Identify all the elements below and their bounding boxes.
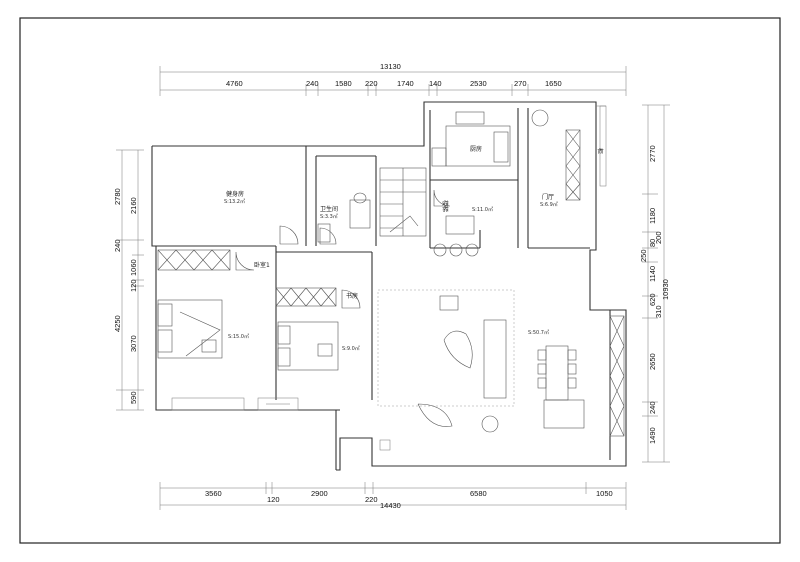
- dim-left-0: 2780: [113, 188, 122, 205]
- dining-chairs: [433, 215, 479, 257]
- cabinet-living: [609, 315, 625, 437]
- dim-left-2: 240: [113, 239, 122, 252]
- dim-top-2: 1580: [335, 79, 352, 88]
- dim-left-5: 4250: [113, 315, 122, 332]
- dim-top-5: 140: [429, 79, 442, 88]
- dim-right-8: 2650: [648, 353, 657, 370]
- dim-top-3: 220: [365, 79, 378, 88]
- room-area-gym: S:13.2㎡: [224, 198, 245, 205]
- dim-right-10: 1490: [648, 427, 657, 444]
- dim-right-4: 250: [639, 249, 648, 262]
- doors: [235, 189, 451, 309]
- dim-bottom-1: 120: [267, 495, 280, 504]
- right-dimensions: 2770 1180 80 200 250 1140 620 310 2650 2…: [639, 104, 670, 463]
- dim-right-2: 80: [648, 239, 657, 247]
- room-name-bedroom1: 卧室1: [254, 261, 270, 269]
- dim-top-total: 13130: [380, 62, 401, 71]
- label-stair: 楼梯: [441, 200, 449, 212]
- dim-right-7: 310: [654, 305, 663, 318]
- room-name-kitchen: 厨房: [470, 145, 482, 153]
- cabinet-foyer: [565, 129, 581, 201]
- dim-left-3: 1060: [129, 259, 138, 276]
- room-name-gym: 健身房: [226, 190, 244, 198]
- wardrobe-bedroom2: [275, 287, 337, 307]
- stair: [379, 167, 427, 237]
- room-area-bedroom1: S:15.0㎡: [228, 333, 249, 340]
- living-furniture: [377, 289, 585, 433]
- dim-top-6: 2530: [470, 79, 487, 88]
- room-name-bath: 卫生间: [320, 205, 338, 213]
- dim-bottom-5: 1050: [596, 489, 613, 498]
- room-area-foyer: S:6.9㎡: [540, 201, 558, 208]
- room-labels: 健身房 S:13.2㎡ 卫生间 S:3.3㎡ 厨房 S:11.0㎡ 门厅 S:6…: [224, 145, 604, 352]
- bottom-dimensions: 3560 120 2900 220 6580 1050 14430: [159, 482, 627, 510]
- dim-bottom-2: 2900: [311, 489, 328, 498]
- dim-top-8: 1650: [545, 79, 562, 88]
- dim-left-7: 590: [129, 391, 138, 404]
- bed-bedroom1: [157, 299, 223, 359]
- dim-top-7: 270: [514, 79, 527, 88]
- dim-top-1: 240: [306, 79, 319, 88]
- dim-left-6: 3070: [129, 335, 138, 352]
- left-dimensions: 2780 2160 240 1060 120 4250 3070 590: [113, 149, 144, 411]
- dim-left-1: 2160: [129, 197, 138, 214]
- dim-right-6: 620: [648, 293, 657, 306]
- dim-bottom-0: 3560: [205, 489, 222, 498]
- dim-right-5: 1140: [648, 266, 657, 282]
- dim-right-total: 10930: [661, 279, 670, 300]
- bath-fixtures: [317, 192, 371, 243]
- room-name-foyer: 门厅: [542, 193, 554, 201]
- page-border: [19, 17, 781, 544]
- label-cab: 柜: [596, 148, 604, 154]
- room-area-dining: S:11.0㎡: [472, 206, 493, 213]
- dim-right-0: 2770: [648, 145, 657, 162]
- room-area-bedroom2: S:9.0㎡: [342, 345, 360, 352]
- dim-right-9: 240: [648, 401, 657, 414]
- bed-bedroom2: [277, 321, 339, 371]
- windows: [171, 105, 607, 451]
- dim-right-1: 1180: [648, 208, 657, 224]
- room-area-living: S:50.7㎡: [528, 329, 549, 336]
- dim-left-4: 120: [129, 279, 138, 292]
- dim-top-0: 4760: [226, 79, 243, 88]
- dim-right-3: 200: [654, 231, 663, 244]
- wardrobe-bedroom1: [157, 249, 231, 271]
- room-area-bath: S:3.3㎡: [320, 213, 338, 220]
- dim-top-4: 1740: [397, 79, 414, 88]
- label-closet: 书房: [346, 292, 358, 300]
- dim-bottom-4: 6580: [470, 489, 487, 498]
- walls: [151, 101, 627, 471]
- kitchen-fixtures: [431, 109, 549, 167]
- dim-bottom-3: 220: [365, 495, 378, 504]
- dim-bottom-total: 14430: [380, 501, 401, 510]
- top-dimensions: 13130 4760 240 1580 220 1740 140 2530 27…: [159, 62, 627, 96]
